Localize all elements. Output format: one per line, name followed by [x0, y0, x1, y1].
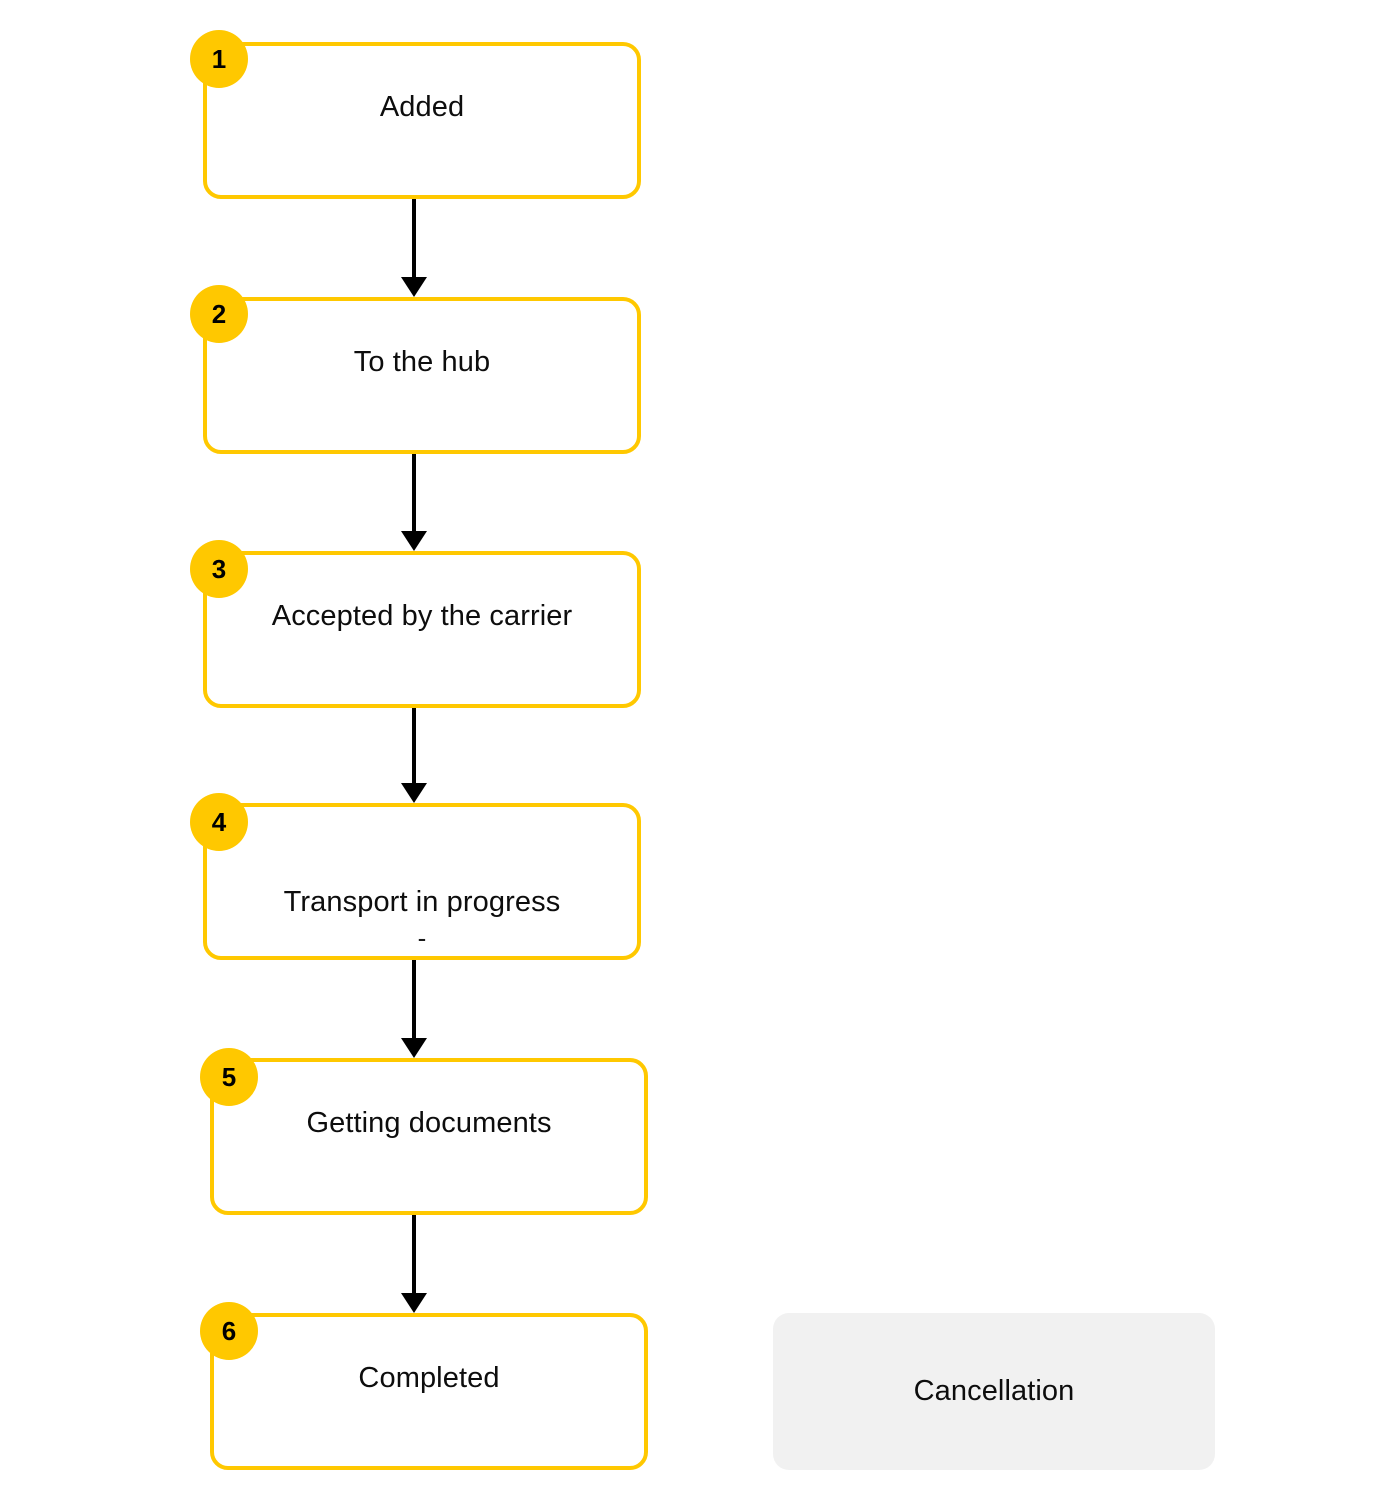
connector-3-to-4 [394, 708, 434, 803]
connector-shaft [412, 1215, 416, 1295]
step-node-3[interactable]: Accepted by the carrier [203, 551, 641, 708]
connector-5-to-6 [394, 1215, 434, 1313]
step-badge-4[interactable]: 4 [190, 793, 248, 851]
step-badge-1[interactable]: 1 [190, 30, 248, 88]
step-label-6: Completed [358, 1362, 500, 1394]
connector-shaft [412, 708, 416, 785]
arrowhead-icon [401, 1038, 427, 1058]
step-badge-5[interactable]: 5 [200, 1048, 258, 1106]
arrowhead-icon [401, 783, 427, 803]
step-label-2: To the hub [353, 346, 491, 378]
step-badge-6[interactable]: 6 [200, 1302, 258, 1360]
step-node-6[interactable]: Completed [210, 1313, 648, 1470]
arrowhead-icon [401, 277, 427, 297]
step-badge-3[interactable]: 3 [190, 540, 248, 598]
step-label-4-text: Transport in progress [283, 886, 561, 919]
step-node-2[interactable]: To the hub [203, 297, 641, 454]
step-label-5: Getting documents [306, 1107, 552, 1139]
connector-1-to-2 [394, 199, 434, 297]
step-node-4[interactable]: Transport in progress - [203, 803, 641, 960]
step-label-1: Added [379, 91, 465, 123]
connector-shaft [412, 454, 416, 533]
step-node-1[interactable]: Added [203, 42, 641, 199]
step-node-5[interactable]: Getting documents [210, 1058, 648, 1215]
cancellation-label: Cancellation [913, 1375, 1075, 1407]
cancellation-button[interactable]: Cancellation [773, 1313, 1215, 1470]
step-label-4: Transport in progress - [284, 807, 561, 993]
step-sublabel-4: - [417, 923, 427, 954]
connector-shaft [412, 199, 416, 279]
step-badge-2[interactable]: 2 [190, 285, 248, 343]
arrowhead-icon [401, 531, 427, 551]
connector-2-to-3 [394, 454, 434, 551]
connector-shaft [412, 960, 416, 1040]
arrowhead-icon [401, 1293, 427, 1313]
step-label-3: Accepted by the carrier [271, 600, 573, 632]
connector-4-to-5 [394, 960, 434, 1058]
